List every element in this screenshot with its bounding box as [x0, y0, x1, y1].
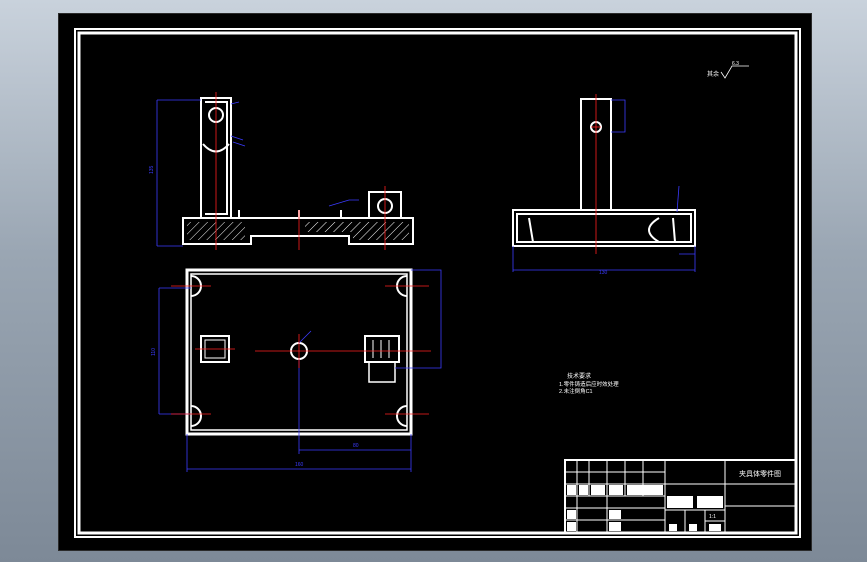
svg-text:其余: 其余 — [707, 70, 719, 78]
drawing-border — [74, 28, 801, 538]
tech-heading: 技术要求 — [567, 372, 591, 380]
dim-plan-depth: 110 — [151, 348, 157, 356]
dim-side-width: 130 — [599, 270, 608, 276]
dim-plan-width: 160 — [295, 462, 304, 468]
dim-plan-offset: 80 — [353, 443, 359, 449]
front-centerlines — [215, 92, 386, 250]
title-block — [564, 459, 797, 534]
title-scale: 1:1 — [709, 514, 716, 520]
side-view-dimensions — [512, 99, 696, 272]
title-drawing-name: 夹具体零件图 — [739, 469, 781, 478]
roughness-symbol: 其余 6.3 — [707, 61, 749, 79]
cad-viewport[interactable]: 其余 6.3 135 — [58, 13, 812, 551]
tech-item-1: 1.零件铸造后应时效处理 — [559, 380, 619, 388]
tech-item-2: 2.未注倒角C1 — [559, 387, 593, 395]
front-view — [182, 97, 414, 245]
dim-front-height: 135 — [149, 165, 155, 174]
side-centerlines — [591, 94, 601, 254]
front-view-dimensions — [156, 99, 359, 247]
side-view — [512, 98, 696, 247]
engineering-drawing: 其余 6.3 135 — [74, 28, 801, 538]
plan-view-dimensions — [158, 269, 442, 472]
plan-centerlines — [171, 285, 431, 415]
inner-border — [77, 31, 798, 535]
roughness-value: 6.3 — [732, 61, 739, 67]
